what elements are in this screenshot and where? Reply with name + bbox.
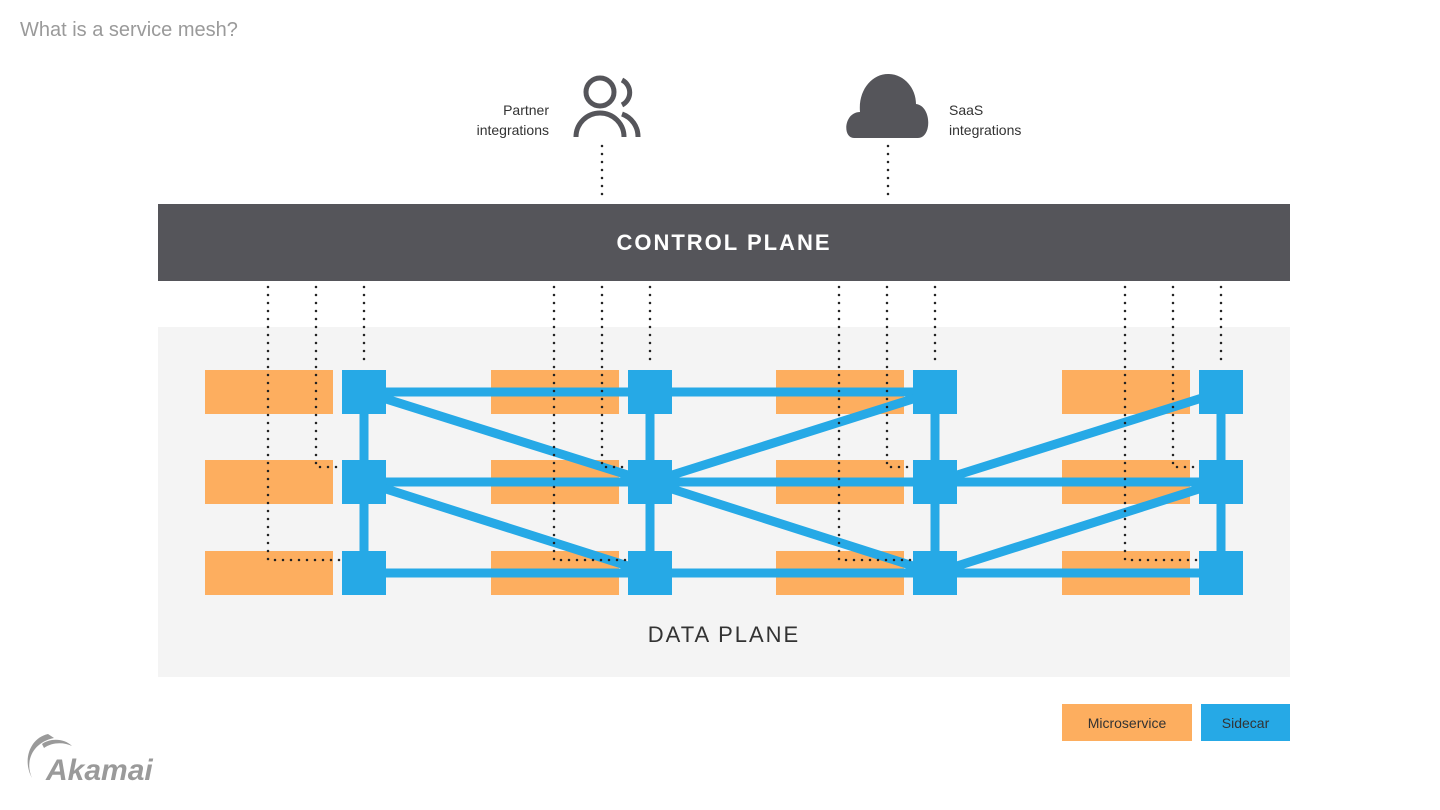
akamai-logo: Akamai bbox=[27, 734, 153, 787]
sidecar-box bbox=[628, 460, 672, 504]
logo-text: Akamai bbox=[45, 754, 153, 787]
sidecar-box bbox=[342, 551, 386, 595]
microservice-box bbox=[205, 551, 333, 595]
partner-label-line2: integrations bbox=[476, 122, 549, 138]
sidecar-box bbox=[913, 370, 957, 414]
mesh-link bbox=[933, 477, 1223, 578]
sidecar-box bbox=[913, 551, 957, 595]
sidecar-box bbox=[1199, 370, 1243, 414]
sidecar-box bbox=[913, 460, 957, 504]
logo-swoosh-icon bbox=[27, 734, 54, 778]
control-link-dotted bbox=[837, 285, 913, 562]
partner-label-line1: Partner bbox=[503, 102, 549, 118]
control-plane-label: CONTROL PLANE bbox=[616, 229, 832, 255]
legend-microservice: Microservice bbox=[1062, 704, 1192, 741]
control-link-dotted bbox=[266, 285, 342, 562]
saas-label-line1: SaaS bbox=[949, 102, 984, 118]
sidecar-box bbox=[1199, 551, 1243, 595]
sidecar-box bbox=[628, 551, 672, 595]
sidecar-box bbox=[1199, 460, 1243, 504]
control-link-dotted bbox=[1123, 285, 1199, 562]
partner-integrations-label: Partner integrations bbox=[477, 100, 549, 140]
sidecar-box bbox=[342, 370, 386, 414]
page-title: What is a service mesh? bbox=[20, 19, 238, 41]
sidecar-box bbox=[628, 370, 672, 414]
mesh-link bbox=[648, 477, 937, 578]
control-link-dotted bbox=[552, 285, 628, 562]
sidecar-box bbox=[342, 460, 386, 504]
data-plane-label: DATA PLANE bbox=[647, 622, 801, 647]
users-icon bbox=[573, 75, 641, 138]
microservice-box bbox=[205, 460, 333, 504]
legend-sidecar: Sidecar bbox=[1201, 704, 1290, 741]
saas-integrations-label: SaaS integrations bbox=[949, 100, 1021, 140]
cloud-icon bbox=[846, 74, 929, 138]
mesh-link bbox=[362, 477, 652, 578]
saas-label-line2: integrations bbox=[949, 122, 1022, 138]
control-plane: CONTROL PLANE bbox=[158, 204, 1290, 281]
mesh-link bbox=[362, 387, 652, 487]
